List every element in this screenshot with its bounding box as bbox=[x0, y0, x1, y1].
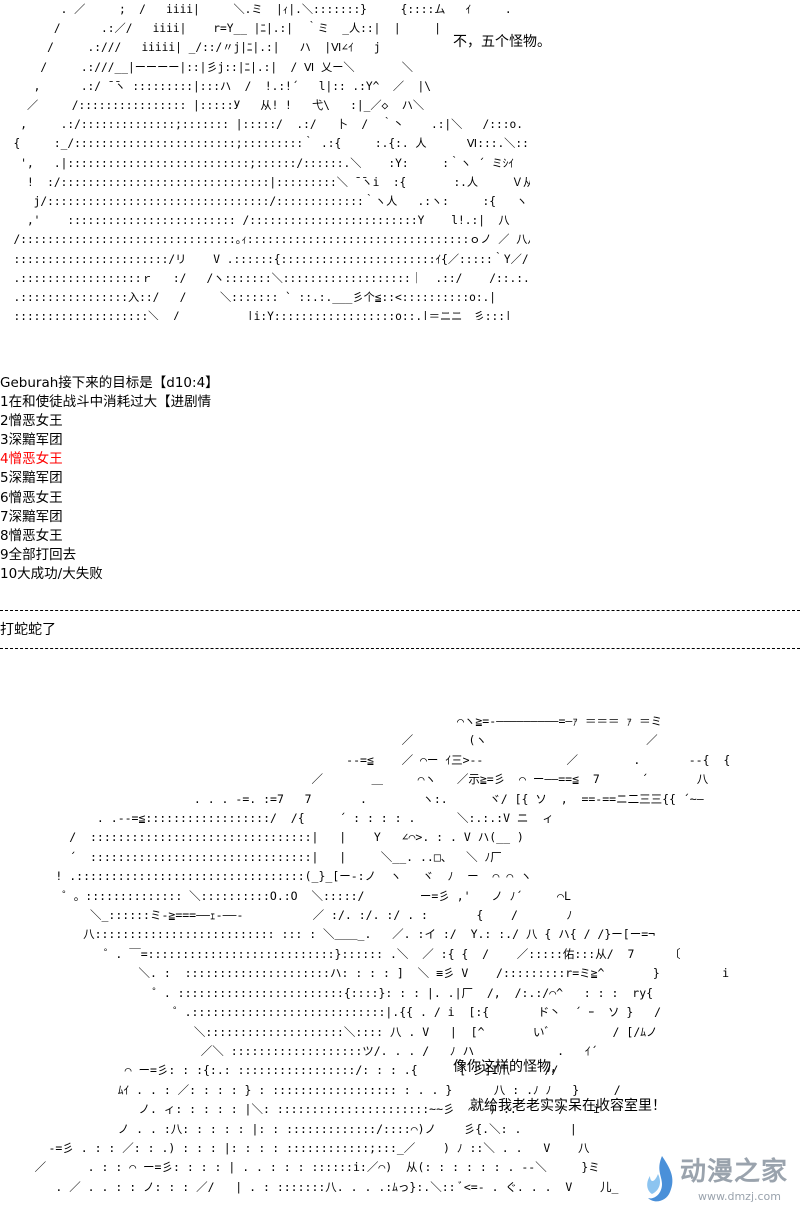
ascii-art-top-line: ', .|:::::::::::::::::::::::::::;::::::/… bbox=[20, 156, 514, 170]
ascii-art-top-line: ! :/:::::::::::::::::::::::::::::::|::::… bbox=[26, 175, 530, 189]
section-title: 打蛇蛇了 bbox=[0, 622, 56, 638]
ascii-art-top-line: .::::::::::::::::入::/ / ＼::::::: ` ::.:.… bbox=[0, 291, 497, 305]
flame-logo-icon bbox=[647, 1156, 673, 1202]
ascii-art-bottom-line: ´ ::::::::::::::::::::::::::::::::| | ＼_… bbox=[0, 849, 502, 864]
roll-list-item: 6憎恶女王 bbox=[0, 489, 63, 506]
ascii-art-bottom-line: ／ . : : ⌒ ー=彡: : : : | . . : : : ::::::i… bbox=[0, 1160, 600, 1175]
ascii-art-top-line: :::::::::::::::::::::::/リ V .::::::{::::… bbox=[13, 252, 529, 266]
ascii-art-bottom-line: ゜。:::::::::::::: ＼::::::::::O.:O ＼:::::/… bbox=[0, 888, 571, 903]
ascii-art-bottom-line: ノ . . :八: : : : : |: : :::::::::::::/:::… bbox=[0, 1121, 577, 1136]
ascii-art-bottom-line: ＼::::::::::::::::::::＼:::: 八 . V | [^ いﾞ… bbox=[0, 1024, 658, 1039]
ascii-art-bottom-line: ／ ＿ ⌒ヽ ／示≧=彡 ⌒ ー――==≦ 7 ´ 八 ヽ=彡' bbox=[0, 772, 730, 787]
roll-list-item: 7深黯军团 bbox=[0, 508, 63, 525]
ascii-art-top-line: . ／ ; / iiii| ＼.ミ |ｨ|.＼:::::::} {::::ム ｲ… bbox=[0, 3, 512, 16]
caption-five-monsters: 不，五个怪物。 bbox=[453, 34, 551, 50]
separator-bottom bbox=[0, 648, 800, 649]
ascii-art-top-line: / .:／/ iiii| r=Y__ |ﾆ|.:| ｀ミ _人::| | | bbox=[0, 22, 441, 36]
roll-list-item: 8憎恶女王 bbox=[0, 527, 63, 544]
ascii-art-bottom-line: ＼. : :::::::::::::::::::::ハ: : : : ] ＼ ≡… bbox=[0, 966, 730, 981]
ascii-art-bottom-line: ﾑｲ . . : ／: : : : } : ::::::::::::::::::… bbox=[0, 1082, 621, 1097]
ascii-art-bottom-line: / ::::::::::::::::::::::::::::::::| | Y … bbox=[0, 830, 524, 845]
ascii-art-bottom-line: ! .:::::::::::::::::::::::::::::::::(_}_… bbox=[0, 869, 532, 884]
roll-list-item: 4憎恶女王 bbox=[0, 451, 63, 468]
ascii-art-top-line: ,' ::::::::::::::::::::::::: /::::::::::… bbox=[26, 214, 530, 228]
ascii-art-top-line: , .:/ ̄ ̄ヽ :::::::::|:::ハ / !.:!´ l|:: .… bbox=[0, 79, 431, 93]
roll-list-items: 1在和使徒战斗中消耗过大【进剧情 2憎恶女王 3深黯军团 4憎恶女王 5深黯军团 6憎恶女… bbox=[0, 393, 420, 584]
ascii-art-bottom-line: ／＼ :::::::::::::::::::ツ/. . . / ﾉ ハ . ｲ´ bbox=[0, 1043, 598, 1058]
roll-list-item: 9全部打回去 bbox=[0, 546, 77, 563]
ascii-art-bottom-line: ＼_::::::ミ-≧===――ｪ-――- ／ :/. :/. :/ . : {… bbox=[0, 908, 573, 923]
roll-list-header: Geburah接下来的目标是【d10:4】 bbox=[0, 375, 219, 391]
ascii-art-top-line: / .:///__|ーーーー|::|彡j::|ﾆ|.:| / Ⅵ 乂ー＼ ＼ bbox=[0, 60, 413, 74]
ascii-art-top-line: /::::::::::::::::::::::::::::::::｡ｨ:::::… bbox=[13, 233, 530, 247]
ascii-art-top-line: / .:/// iiiii| _/::/〃j|ﾆ|.:| ハ |Ⅵ∠ｲ j bbox=[0, 41, 381, 55]
ascii-art-bottom-line: ノ. ィ: : : : : |＼: ::::::::::::::::::::::… bbox=[0, 1102, 600, 1117]
roll-list: Geburah接下来的目标是【d10:4】 1在和使徒战斗中消耗过大【进剧情 2憎… bbox=[0, 374, 420, 584]
separator-top bbox=[0, 610, 800, 611]
ascii-art-bottom-line: 八:::::::::::::::::::::::::: ::: : ＼＿＿_. … bbox=[0, 927, 656, 942]
watermark: 动漫之家 www.dmzj.com bbox=[640, 1154, 792, 1210]
ascii-art-top-line: .::::::::::::::::::ｒ :/ /ヽ:::::::＼::::::… bbox=[0, 271, 530, 285]
ascii-art-bottom-line: ⌒ ー=彡: : :{:.: :::::::::::::::::/: : : .… bbox=[0, 1063, 559, 1078]
ascii-art-bottom-line: ゜.::::::::::::::::::::::::::::|.{{ . / i… bbox=[0, 1005, 662, 1020]
ascii-art-bottom-line: . ／ . . : : ノ: : : ／/ | . : :::::::八. . … bbox=[0, 1179, 619, 1194]
ascii-art-top-line: { :_/::::::::::::::::::::::::;:::::::::｀… bbox=[13, 137, 530, 151]
ascii-art-bottom-line: . . . -=. :=7 7 . ヽ:. ヾ/ [{ ソ , ==-==ニ二三… bbox=[0, 791, 730, 806]
ascii-art-top-line: j/:::::::::::::::::::::::::::::::::/::::… bbox=[33, 195, 528, 209]
caption-stay-in-containment: 就给我老老实实呆在收容室里！ bbox=[470, 1098, 666, 1114]
ascii-art-bottom: ⌒ヽ≧=-―――――――――=―ｧ ＝＝＝ ｧ ＝ミ ／ (ヽ ／ / ／⌒ゝ … bbox=[0, 712, 730, 1206]
ascii-art-bottom-line: ゜. ￣=:::::::::::::::::::::::::::}:::::: … bbox=[0, 946, 681, 961]
ascii-art-bottom-line: ⌒ヽ≧=-―――――――――=―ｧ ＝＝＝ ｧ ＝ミ bbox=[0, 714, 663, 728]
ascii-art-bottom-line: -=彡 . : : ／: : .) : : : |: : : : :::::::… bbox=[0, 1140, 590, 1155]
watermark-name: 动漫之家 bbox=[680, 1157, 789, 1187]
roll-list-item: 3深黯军团 bbox=[0, 432, 63, 449]
ascii-art-bottom-line: --=≦ ／ ⌒ー ｲ三>-- ／ . --{ {[ ]} bbox=[0, 752, 730, 767]
ascii-art-top-line: ::::::::::::::::::::＼ / |i:Y::::::::::::… bbox=[0, 310, 512, 320]
ascii-art-bottom-line: ／ (ヽ ／ / ／⌒ゝ bbox=[401, 733, 658, 748]
roll-list-item: 2憎恶女王 bbox=[0, 413, 63, 430]
ascii-art-bottom-line: . .--=≦::::::::::::::::::/ /{ ´ : : : : … bbox=[0, 811, 554, 826]
ascii-art-top-line: , .:/::::::::::::::;::::::: |:::::/ .:/ … bbox=[0, 118, 530, 132]
ascii-art-top-line: ／ /:::::::::::::::: |:::::У 从! ! 弋\ :|_／… bbox=[0, 99, 425, 113]
ascii-art-bottom-line: ゜. ::::::::::::::::::::::::{::::}: : : |… bbox=[0, 985, 730, 1000]
roll-list-item: 5深黯军团 bbox=[0, 470, 63, 487]
watermark-url: www.dmzj.com bbox=[698, 1190, 781, 1203]
ascii-art-top: . ／ ; / iiii| ＼.ミ |ｨ|.＼:::::::} {::::ム ｲ… bbox=[0, 0, 530, 320]
roll-list-item: 1在和使徒战斗中消耗过大【进剧情 bbox=[0, 394, 212, 411]
roll-list-item: 10大成功/大失败 bbox=[0, 565, 103, 582]
caption-monster-like-you: 像你这样的怪物, bbox=[453, 1059, 556, 1075]
